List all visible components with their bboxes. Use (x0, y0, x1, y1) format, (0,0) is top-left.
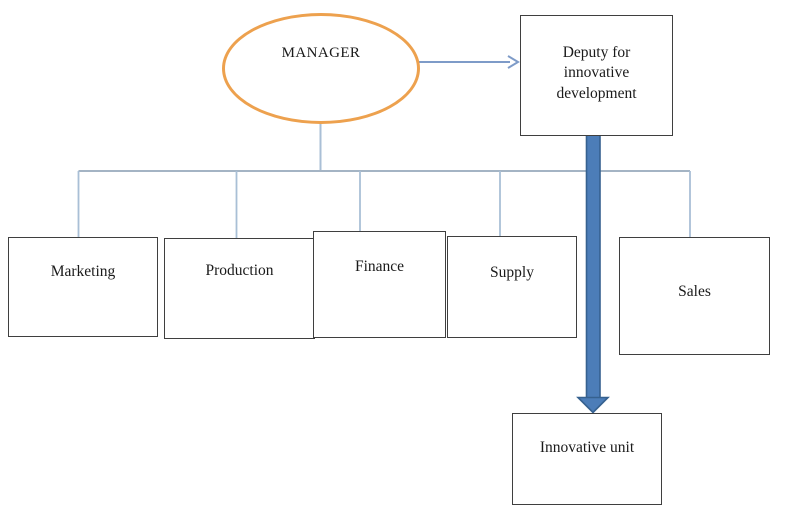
production-box: Production (164, 238, 315, 339)
finance-label: Finance (354, 258, 405, 275)
marketing-box: Marketing (8, 237, 158, 337)
deputy-to-innovative-arrow-shaft (585, 133, 601, 399)
manager-label: MANAGER (281, 45, 361, 61)
innovative-unit-box: Innovative unit (512, 413, 662, 505)
innovative-unit-label: Innovative unit (539, 439, 635, 456)
supply-label: Supply (490, 264, 534, 281)
manager-to-deputy-arrowhead-icon (507, 55, 520, 69)
sales-label: Sales (678, 283, 711, 300)
deputy-to-innovative-arrowhead-icon (576, 396, 610, 414)
manager-ellipse: MANAGER (222, 13, 420, 124)
finance-box: Finance (313, 231, 446, 338)
supply-box: Supply (447, 236, 577, 338)
sales-box: Sales (619, 237, 770, 355)
production-label: Production (205, 262, 274, 279)
deputy-box: Deputy for innovative development (520, 15, 673, 136)
marketing-label: Marketing (50, 263, 116, 280)
deputy-label: Deputy for innovative development (556, 43, 637, 102)
